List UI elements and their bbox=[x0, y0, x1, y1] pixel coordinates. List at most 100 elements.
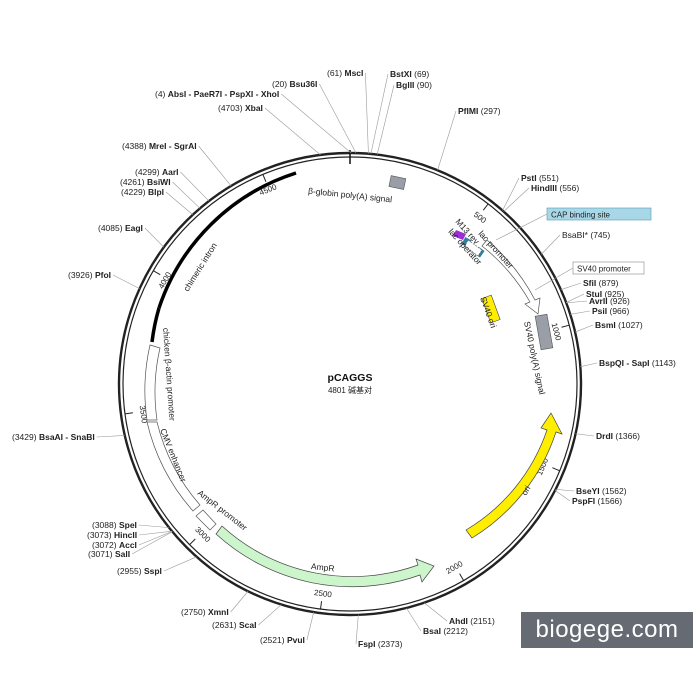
site-xmni[interactable]: (2750) XmnI bbox=[181, 607, 229, 617]
leader-stui bbox=[566, 293, 585, 303]
backbone-outer-ring bbox=[117, 151, 583, 617]
chimeric-intron-feature[interactable] bbox=[157, 171, 297, 309]
site-sgrai[interactable]: (4388) MreI - SgrAI bbox=[122, 141, 197, 151]
tick-4500 bbox=[262, 174, 267, 182]
leader-bsiwi bbox=[172, 181, 201, 209]
tick-label-2000: 2000 bbox=[444, 559, 464, 576]
site-bglii[interactable]: BglII (90) bbox=[396, 80, 432, 90]
site-blpi[interactable]: (4229) BlpI bbox=[121, 187, 164, 197]
leader-bspqi bbox=[580, 362, 598, 368]
site-bstxi[interactable]: BstXI (69) bbox=[390, 69, 429, 79]
site-psti[interactable]: PstI (551) bbox=[521, 173, 559, 183]
site-hincii[interactable]: (3073) HincII bbox=[87, 530, 137, 540]
site-pspfi[interactable]: PspFI (1566) bbox=[572, 496, 622, 506]
site-spei[interactable]: (3088) SpeI bbox=[92, 520, 137, 530]
leader-hincii bbox=[139, 530, 172, 536]
m13-rev-feature[interactable] bbox=[453, 230, 466, 240]
leader-sspi bbox=[163, 556, 197, 572]
site-snabi[interactable]: (3429) BsaAI - SnaBI bbox=[12, 432, 95, 442]
site-fspi[interactable]: FspI (2373) bbox=[358, 639, 403, 649]
leader-pflmi bbox=[437, 110, 457, 171]
site-sapi[interactable]: BspQI - SapI (1143) bbox=[599, 358, 676, 368]
ampr-label: AmpR bbox=[311, 561, 336, 573]
leader-bsmi bbox=[574, 324, 594, 333]
site-bsmi[interactable]: BsmI (1027) bbox=[595, 320, 643, 330]
leader-sfii bbox=[560, 282, 582, 291]
tick-label-3500: 3500 bbox=[138, 405, 149, 424]
site-pflmi[interactable]: PflMI (297) bbox=[458, 106, 501, 116]
cmv-enhancer-feature[interactable] bbox=[146, 421, 201, 512]
tick-1500 bbox=[552, 467, 560, 472]
leader-blpi bbox=[165, 191, 193, 215]
site-bsabi[interactable]: BsaBI* (745) bbox=[562, 230, 610, 240]
ampr-promoter-feature[interactable] bbox=[195, 509, 217, 531]
tick-label-2500: 2500 bbox=[314, 588, 333, 599]
leader-pvui bbox=[306, 612, 315, 641]
leader-xbai bbox=[264, 107, 321, 156]
site-xhoi[interactable]: (4) AbsI - PaeR7I - PspXI - XhoI bbox=[155, 89, 279, 99]
leader-acci bbox=[138, 531, 173, 546]
site-leader-lines bbox=[96, 72, 598, 645]
site-drdi[interactable]: DrdI (1366) bbox=[596, 431, 640, 441]
site-psii[interactable]: PsiI (966) bbox=[592, 306, 630, 316]
leader-fspi bbox=[355, 614, 359, 645]
leader-bseyi bbox=[555, 489, 575, 492]
leader-bsabi* bbox=[540, 234, 561, 255]
site-pvui[interactable]: (2521) PvuI bbox=[260, 635, 305, 645]
site-ahdi[interactable]: AhdI (2151) bbox=[449, 616, 495, 626]
plasmid-size: 4801 碱基对 bbox=[328, 385, 372, 395]
sv40-polya-feature[interactable] bbox=[534, 313, 554, 351]
site-sali[interactable]: (3071) SalI bbox=[88, 549, 130, 559]
ori-label: ori bbox=[519, 484, 532, 497]
tick-3500 bbox=[124, 412, 133, 415]
site-pfoi[interactable]: (3926) PfoI bbox=[68, 270, 111, 280]
leader-hindiii bbox=[503, 187, 530, 212]
leader-pspfi bbox=[554, 490, 571, 502]
leader-ahdi bbox=[423, 602, 448, 622]
site-bsiwi[interactable]: (4261) BsiWI bbox=[120, 177, 171, 187]
leader-bglii bbox=[376, 84, 395, 155]
lac-promoter-feature[interactable] bbox=[464, 239, 483, 257]
leader-psii bbox=[570, 310, 591, 315]
cap-site-label: CAP binding site bbox=[551, 211, 611, 220]
chicken-actin-promoter-label: chicken β-actin promoter bbox=[161, 327, 177, 421]
sv40-promoter-leader bbox=[534, 267, 574, 291]
cap-site-leader bbox=[495, 213, 548, 241]
site-bsu36i[interactable]: (20) Bsu36I bbox=[272, 79, 317, 89]
site-eagi[interactable]: (4085) EagI bbox=[98, 223, 143, 233]
site-avrii[interactable]: AvrII (926) bbox=[589, 296, 630, 306]
leader-msci bbox=[365, 72, 369, 154]
site-bseyi[interactable]: BseYI (1562) bbox=[576, 486, 627, 496]
leader-scai bbox=[258, 604, 282, 626]
leader-bstxi bbox=[370, 73, 389, 155]
site-sspi[interactable]: (2955) SspI bbox=[117, 566, 162, 576]
leader-xmni bbox=[230, 591, 249, 613]
leader-mrei bbox=[198, 145, 232, 187]
leader-spei bbox=[138, 524, 170, 528]
tick-500 bbox=[482, 203, 489, 211]
chicken-actin-promoter-feature[interactable] bbox=[144, 344, 161, 421]
watermark-logo: biogege.com bbox=[521, 612, 693, 648]
leader-absi bbox=[281, 93, 352, 154]
site-stui[interactable]: StuI (925) bbox=[586, 289, 624, 299]
site-sfii[interactable]: SfiI (879) bbox=[583, 278, 619, 288]
site-xbai[interactable]: (4703) XbaI bbox=[218, 103, 263, 113]
sv40-promoter-feature[interactable] bbox=[481, 239, 541, 315]
beta-globin-polya-feature[interactable] bbox=[388, 175, 407, 190]
leader-bsu36i bbox=[319, 83, 357, 154]
site-acci[interactable]: (3072) AccI bbox=[92, 540, 137, 550]
sv40-promoter-label: SV40 promoter bbox=[577, 265, 631, 274]
beta-globin-polya-label: β-globin poly(A) signal bbox=[308, 186, 393, 205]
site-scai[interactable]: (2631) ScaI bbox=[212, 620, 256, 630]
tick-label-500: 500 bbox=[472, 210, 489, 226]
ori-feature[interactable] bbox=[465, 412, 563, 539]
site-hindiii[interactable]: HindIII (556) bbox=[531, 183, 579, 193]
site-bsai[interactable]: BsaI (2212) bbox=[423, 626, 468, 636]
ampr-feature[interactable] bbox=[215, 525, 435, 588]
sv40-ori-feature[interactable] bbox=[481, 294, 501, 324]
plasmid-name: pCAGGS bbox=[328, 372, 373, 384]
site-mscI[interactable]: (61) MscI bbox=[327, 68, 363, 78]
leader-pfoi bbox=[112, 274, 140, 289]
site-aari[interactable]: (4299) AarI bbox=[135, 167, 179, 177]
